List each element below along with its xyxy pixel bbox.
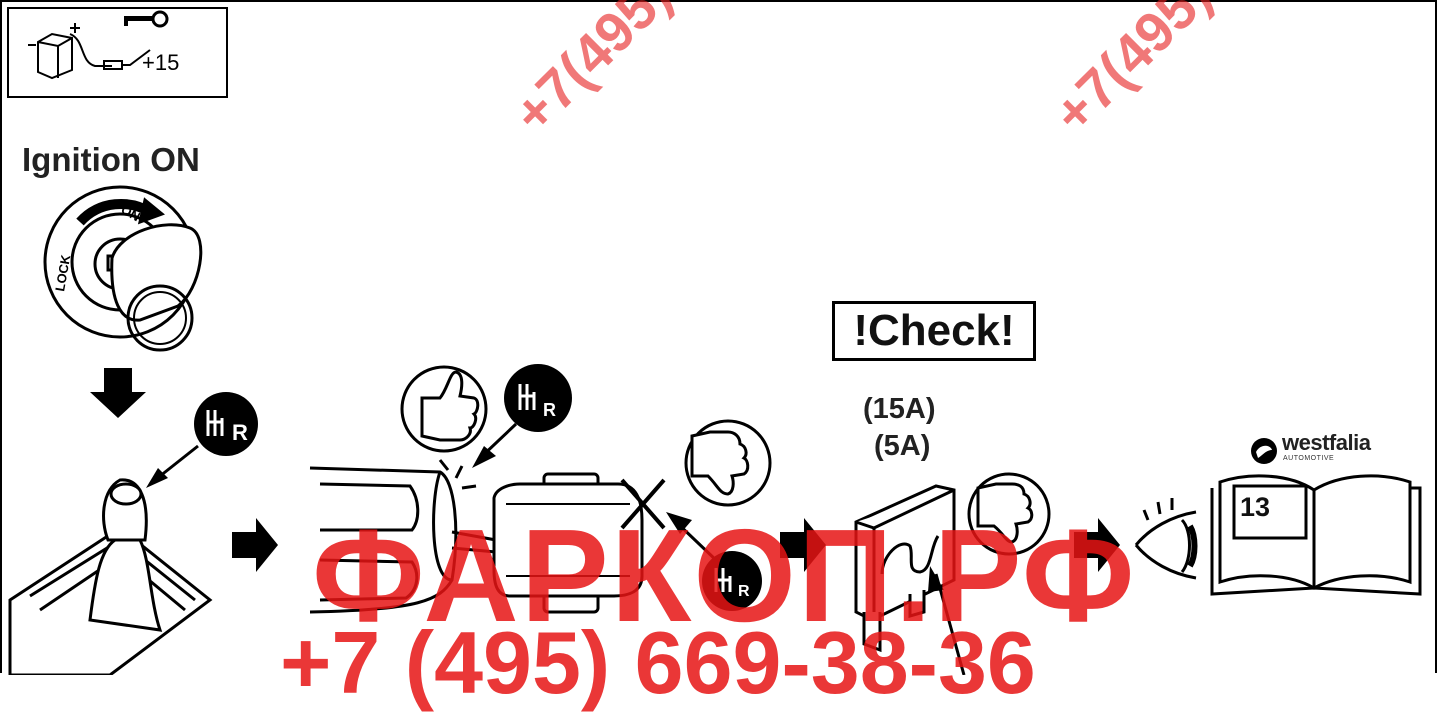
gear-stick-icon bbox=[10, 480, 210, 675]
thumbs-up-icon bbox=[402, 367, 486, 451]
manual-page-number: 13 bbox=[1240, 492, 1270, 523]
key-icon bbox=[124, 12, 167, 26]
reverse-gear-badge bbox=[504, 364, 572, 432]
thumbs-down-icon bbox=[969, 474, 1049, 554]
ignition-lock-icon bbox=[45, 187, 201, 350]
eye-icon bbox=[1136, 498, 1196, 578]
blade-fuse-icon bbox=[856, 486, 954, 650]
battery-legend-box bbox=[8, 8, 227, 97]
trailer-icon bbox=[494, 474, 642, 612]
check-label: !Check! bbox=[832, 301, 1036, 361]
reverse-gear-badge bbox=[702, 551, 762, 611]
brand-subtitle: AUTOMOTIVE bbox=[1283, 455, 1334, 462]
battery-icon bbox=[28, 23, 112, 78]
car-rear-view-icon bbox=[310, 468, 496, 612]
fuse-rating-primary: (15A) bbox=[863, 393, 936, 426]
fuse-rating-secondary: (5A) bbox=[874, 430, 930, 463]
right-arrow-icon bbox=[780, 518, 826, 572]
brand-name: westfalia bbox=[1282, 430, 1370, 456]
down-arrow-icon bbox=[90, 368, 146, 418]
page-title: Ignition ON bbox=[22, 141, 200, 179]
westfalia-logo-icon bbox=[1251, 438, 1277, 464]
thumbs-down-icon bbox=[686, 421, 770, 505]
reverse-gear-badge bbox=[194, 392, 258, 456]
voltage-label: +15 bbox=[142, 50, 179, 76]
right-arrow-icon bbox=[1074, 518, 1120, 572]
illustration bbox=[0, 0, 1437, 675]
right-arrow-icon bbox=[232, 518, 278, 572]
